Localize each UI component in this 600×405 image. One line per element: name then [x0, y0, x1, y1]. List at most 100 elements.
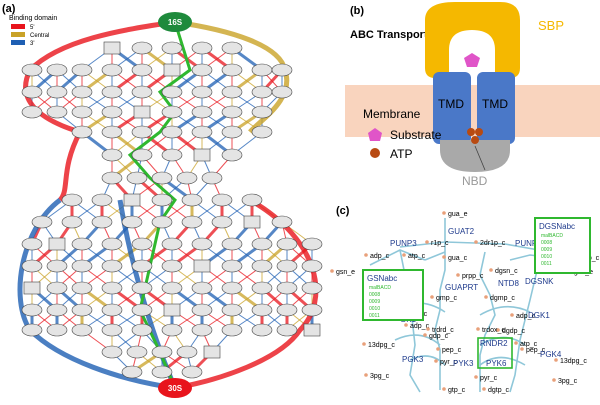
metabolite-dot [362, 342, 366, 346]
assembly-node [131, 85, 153, 99]
assembly-node [21, 259, 43, 273]
assembly-node [46, 85, 68, 99]
assembly-node [251, 105, 273, 119]
legend-label: Central [30, 33, 49, 39]
assembly-node [71, 237, 93, 251]
assembly-node [251, 125, 273, 139]
assembly-node [21, 63, 43, 77]
tmd-right [477, 72, 515, 144]
rndr2-box [477, 337, 513, 369]
assembly-node [221, 105, 243, 119]
nbd-pointer-line [474, 145, 486, 171]
assembly-node [71, 105, 93, 119]
top-node-16s [158, 12, 192, 32]
assembly-node [71, 281, 93, 295]
metabolite-dot [442, 211, 446, 215]
transport-box-line: 0009 [369, 299, 380, 305]
assembly-node [161, 323, 183, 337]
enzyme-label: PYK3 [453, 359, 474, 368]
assembly-node [131, 41, 153, 55]
assembly-node [21, 303, 43, 317]
assembly-node [276, 323, 298, 337]
assembly-node [123, 193, 141, 207]
metabolite-dot [364, 253, 368, 257]
assembly-node [46, 63, 68, 77]
assembly-node [301, 303, 323, 317]
metabolite-dot [330, 269, 334, 273]
legend-title: Binding domain [9, 15, 57, 22]
assembly-node [151, 345, 173, 359]
assembly-node [181, 193, 203, 207]
membrane-label: Membrane [363, 107, 421, 121]
assembly-node [48, 237, 66, 251]
metabolite-dot [496, 328, 500, 332]
network-edge [479, 251, 496, 392]
assembly-node [101, 63, 123, 77]
nbd-shape [440, 140, 510, 172]
legend-swatch [11, 24, 25, 29]
assembly-node [71, 125, 93, 139]
network-edge [509, 257, 541, 393]
assembly-nodes [21, 41, 323, 379]
assembly-node [301, 237, 323, 251]
assembly-node [101, 259, 123, 273]
network-edge [434, 252, 446, 390]
assembly-node [23, 281, 41, 295]
assembly-node [191, 105, 213, 119]
metabolite-label: dgmp_c [490, 295, 515, 302]
metabolite-dot [430, 295, 434, 299]
atp-dot-3 [471, 136, 479, 144]
assembly-node [191, 237, 213, 251]
transport-box-line: 0011 [369, 313, 380, 319]
bound-substrate-icon [464, 53, 480, 67]
metabolite-label: r1p_c [431, 240, 449, 247]
bottom-node-30s [158, 378, 192, 398]
metabolite-label: gua_e [448, 211, 468, 218]
assembly-node [161, 125, 183, 139]
metabolite-label: 2dr1p_c [480, 240, 506, 247]
assembly-node [276, 303, 298, 317]
metabolic-network-panel: (c)gua_er1p_c2dr1p_cgua_cgsn_egsn_cadp_c… [330, 200, 600, 400]
assembly-node [101, 345, 123, 359]
metabolite-label: dgtp_c [488, 387, 510, 394]
enzyme-label: GUAT2 [448, 227, 475, 236]
legend-label: 3' [30, 41, 34, 47]
assembly-node [271, 215, 293, 229]
assembly-node [131, 259, 153, 273]
assembly-node [221, 281, 243, 295]
assembly-node [221, 237, 243, 251]
assembly-node [161, 85, 183, 99]
assembly-node [163, 63, 181, 77]
metabolite-dot [552, 378, 556, 382]
enzyme-label: RNDR2 [480, 339, 508, 348]
assembly-node [61, 215, 83, 229]
metabolite-label: adp_c [410, 323, 430, 330]
assembly-node [101, 323, 123, 337]
tmd-left [433, 72, 471, 144]
metabolite-label: gdp_c [429, 333, 449, 340]
metabolite-dot [442, 255, 446, 259]
assembly-node [221, 125, 243, 139]
transport-box-title: GSNabc [367, 274, 397, 283]
enzyme-label: PUNP3 [390, 239, 417, 248]
metabolite-label: pep_c [442, 347, 462, 354]
enzyme-labels: GUAT2PUNP3PUNP4NTD8GUAPRTDGSNKGK1DGK1PGK… [390, 227, 562, 368]
assembly-node [191, 303, 213, 317]
enzyme-label: PGK3 [402, 355, 424, 364]
assembly-node [193, 259, 211, 273]
assembly-node [221, 303, 243, 317]
atp-label: ATP [390, 147, 412, 161]
assembly-node [151, 193, 173, 207]
assembly-node [276, 281, 298, 295]
transport-box [362, 269, 424, 321]
assembly-node [191, 41, 213, 55]
assembly-node [46, 259, 68, 273]
metabolite-dot [514, 341, 518, 345]
assembly-node [176, 345, 198, 359]
assembly-node [203, 345, 221, 359]
panel-b-label: (b) [350, 5, 364, 17]
panel-c-label: (c) [336, 205, 350, 217]
assembly-node [21, 85, 43, 99]
assembly-node [131, 323, 153, 337]
enzyme-label: PGK4 [540, 350, 562, 359]
